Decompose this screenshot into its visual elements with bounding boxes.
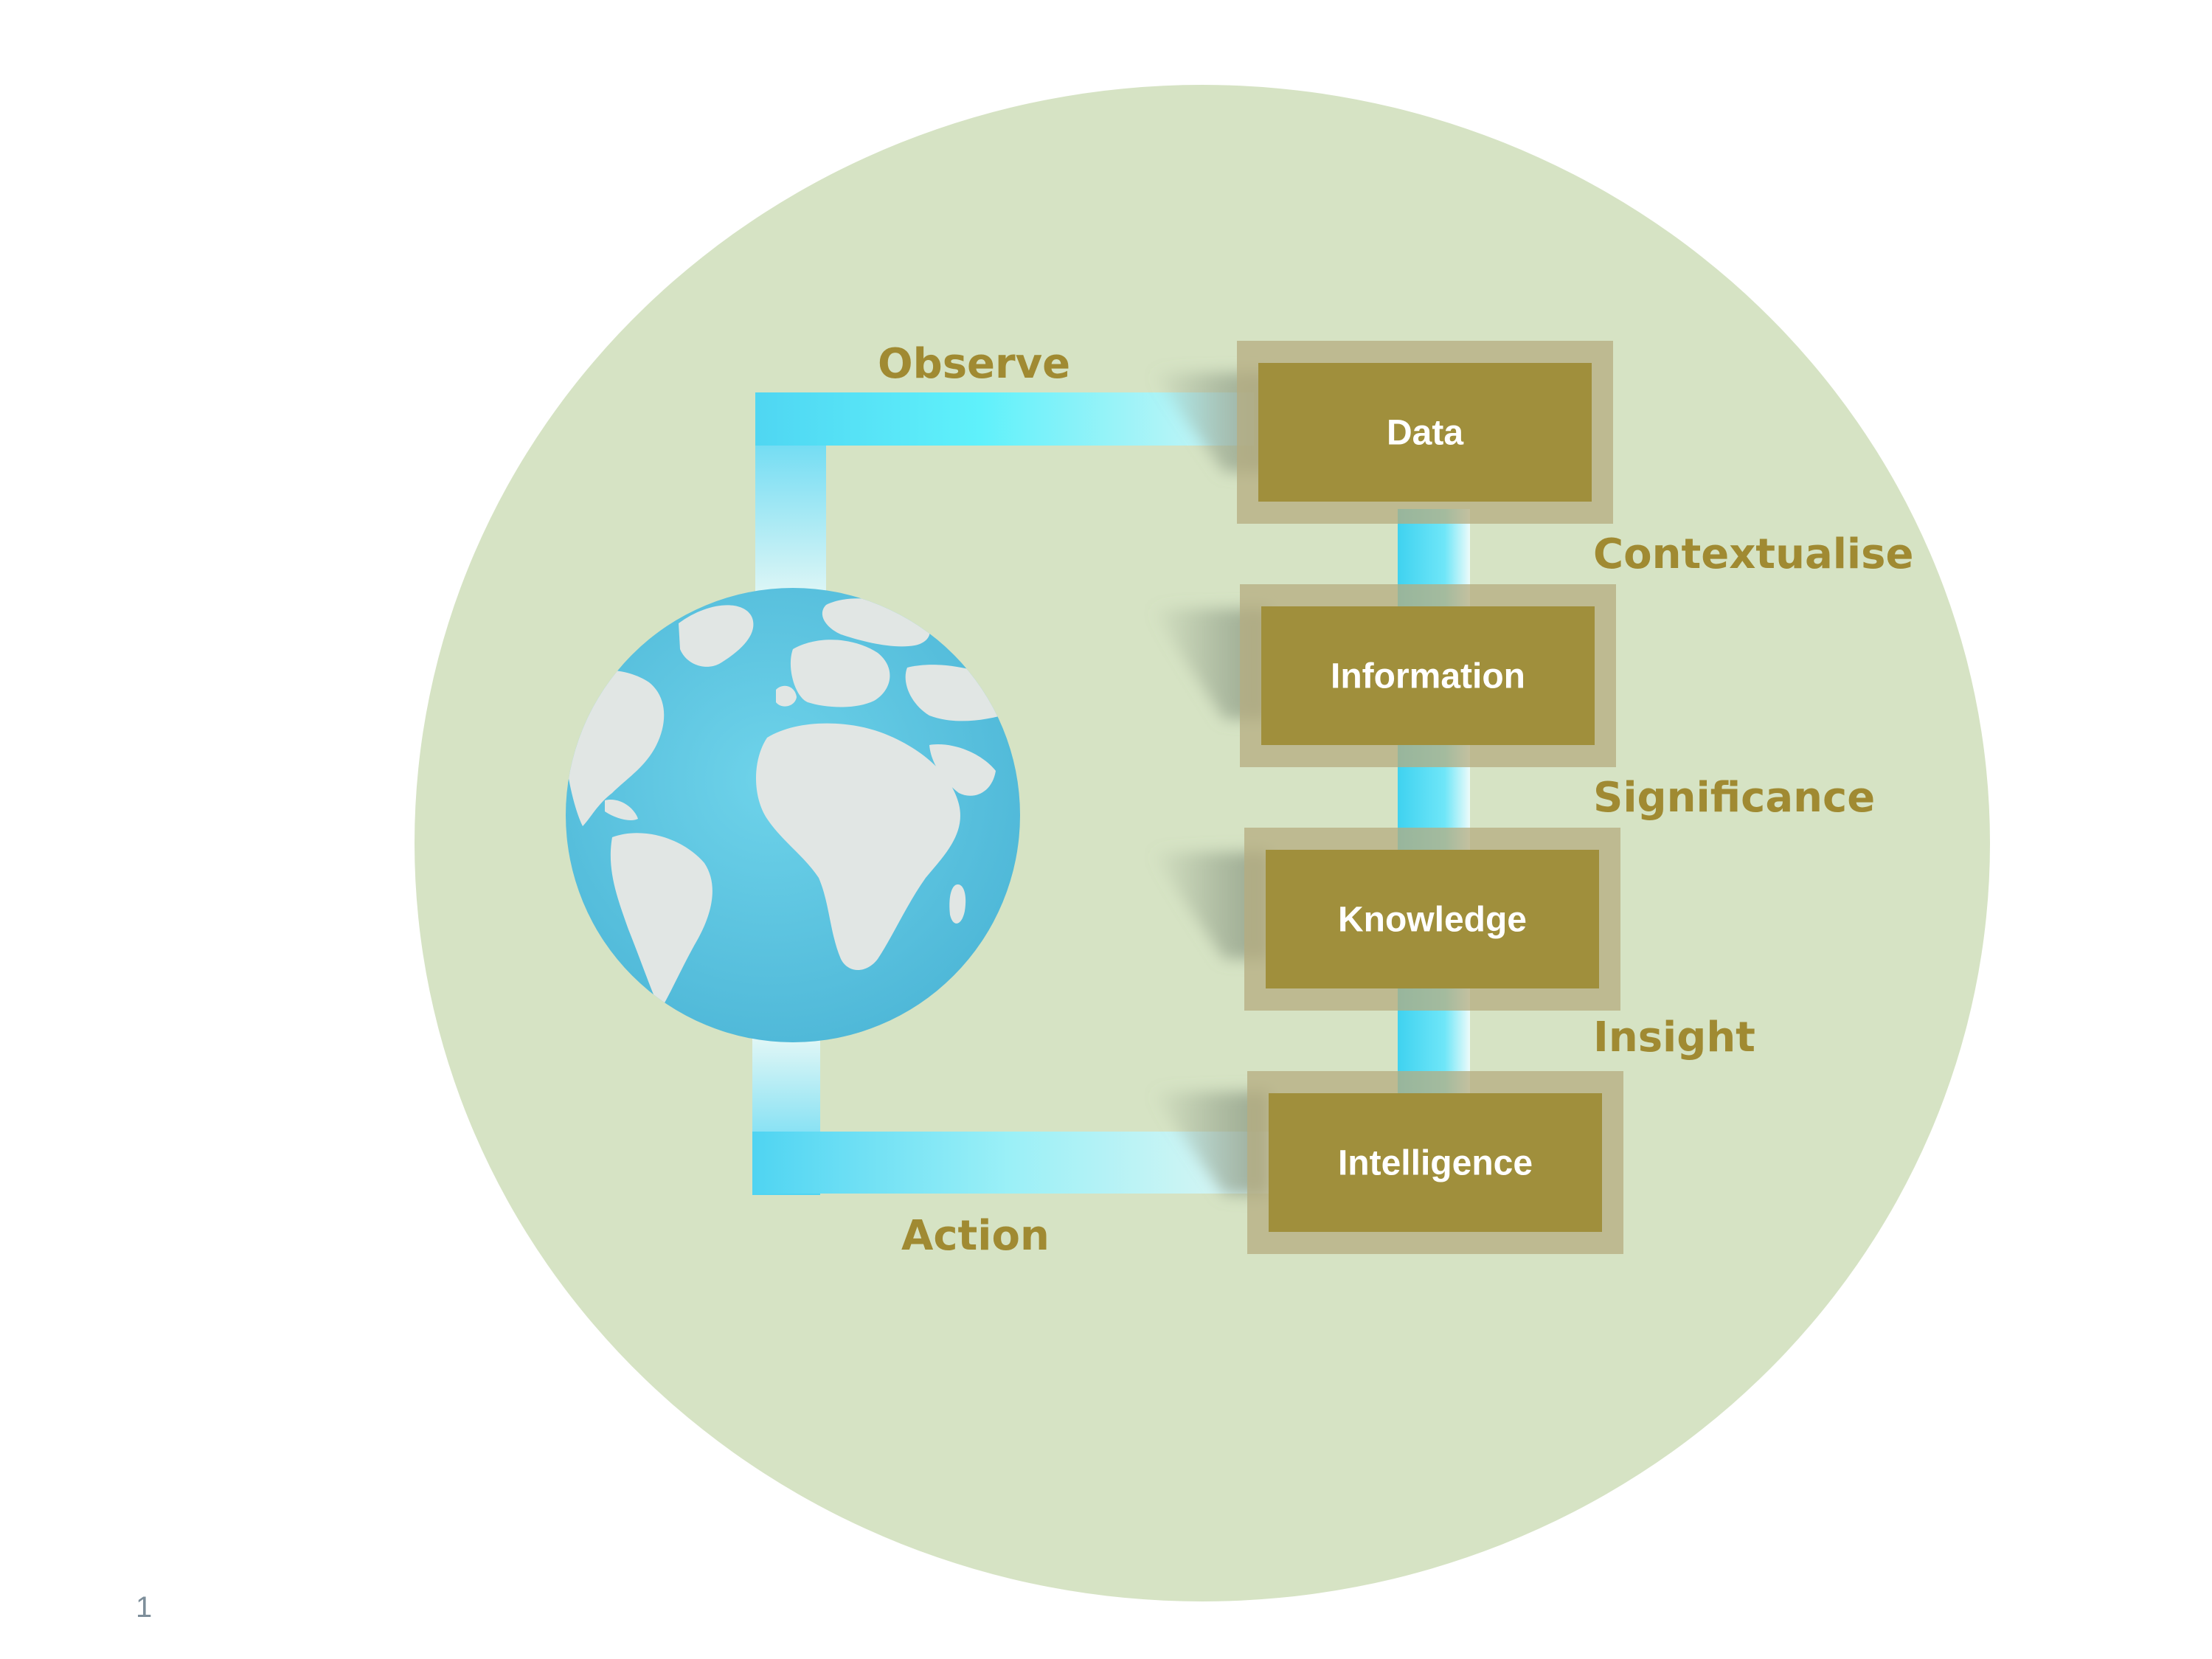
node-knowledge: Knowledge	[1244, 828, 1620, 1011]
flow-label-observe: Observe	[878, 340, 1070, 388]
flow-label-contextualise: Contextualise	[1593, 530, 1913, 578]
page-number: 1	[136, 1591, 152, 1624]
flow-label-insight: Insight	[1593, 1014, 1755, 1061]
node-information: Information	[1240, 584, 1616, 767]
flow-label-significance: Significance	[1593, 774, 1875, 822]
node-intelligence-label: Intelligence	[1338, 1144, 1533, 1183]
earth-globe-icon	[566, 588, 1020, 1042]
observe-connector	[755, 392, 1254, 606]
flow-label-action: Action	[901, 1212, 1050, 1260]
node-information-box	[1261, 606, 1595, 745]
node-intelligence: Intelligence	[1247, 1071, 1623, 1254]
action-connector	[752, 1033, 1269, 1195]
node-knowledge-label: Knowledge	[1338, 901, 1527, 940]
node-knowledge-box	[1266, 850, 1599, 988]
node-intelligence-box	[1269, 1093, 1602, 1232]
node-data-label: Data	[1387, 414, 1463, 453]
node-data: Data	[1237, 341, 1613, 524]
node-data-box	[1258, 363, 1592, 502]
node-information-label: Information	[1331, 657, 1525, 696]
